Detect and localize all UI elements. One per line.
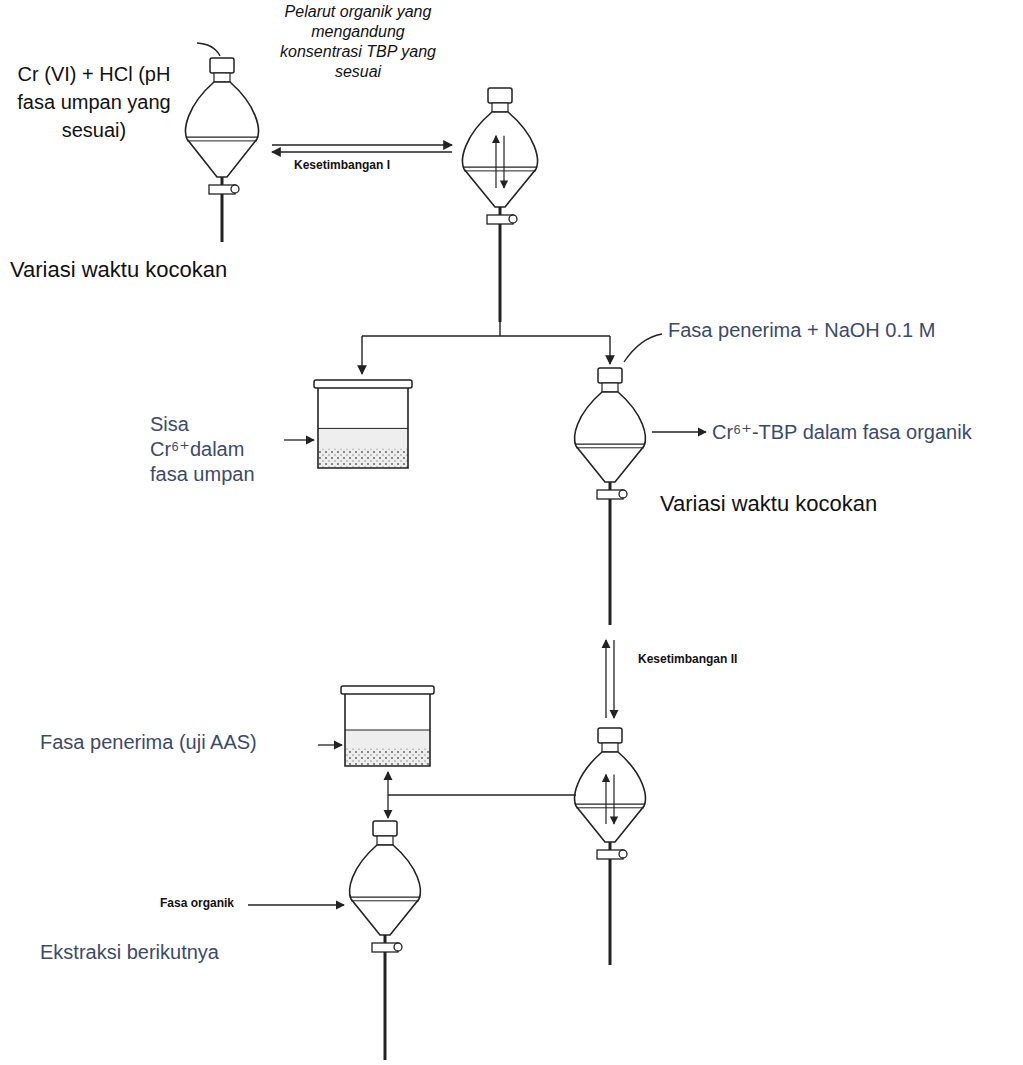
flow-line <box>362 335 610 336</box>
flow-line <box>388 794 576 795</box>
mixing-arrow <box>503 136 504 188</box>
beaker <box>314 380 412 468</box>
flow-line <box>387 772 388 795</box>
separatory-funnel <box>463 88 538 322</box>
receiving-phase-label: Fasa penerima (uji AAS) <box>40 730 312 755</box>
equilibrium-arrow <box>605 640 606 718</box>
flow-line <box>361 336 362 374</box>
equilibrium-label: Kesetimbangan I <box>294 158 464 173</box>
equilibrium-arrow <box>272 144 452 145</box>
leader-line <box>624 334 662 362</box>
variable-label: Variasi waktu kocokan <box>660 490 960 518</box>
pointer-arrow <box>652 431 706 432</box>
organic-phase-label: Fasa organik <box>160 896 246 911</box>
residue-label: Sisa Cr⁶⁺dalam fasa umpan <box>150 412 282 487</box>
separatory-funnel <box>575 368 646 625</box>
flow-line <box>387 795 388 818</box>
feed-label: Cr (VI) + HCl (pH fasa umpan yang sesuai… <box>8 60 180 144</box>
mixing-arrow <box>605 775 606 825</box>
mixing-arrow <box>495 136 496 188</box>
pointer-arrow <box>284 439 314 440</box>
solvent-label: Pelarut organik yang mengandung konsentr… <box>276 2 440 82</box>
pointer-arrow <box>318 744 342 745</box>
flow-line <box>499 322 500 336</box>
separatory-funnel <box>575 728 646 965</box>
equilibrium-arrow <box>272 151 452 152</box>
separatory-funnel <box>186 58 259 242</box>
complex-label: Cr⁶⁺-TBP dalam fasa organik <box>712 420 1017 445</box>
flow-line <box>609 336 610 364</box>
pointer-arrow <box>248 904 344 905</box>
receiving-phase-label: Fasa penerima + NaOH 0.1 M <box>668 318 1008 343</box>
equilibrium-label: Kesetimbangan II <box>638 652 808 667</box>
separatory-funnel <box>350 821 421 1060</box>
variable-label: Variasi waktu kocokan <box>10 256 290 284</box>
mixing-arrow <box>613 775 614 825</box>
equilibrium-arrow <box>613 640 614 718</box>
beaker <box>341 686 434 766</box>
next-step-label: Ekstraksi berikutnya <box>40 940 340 965</box>
feed-tube <box>197 43 220 56</box>
